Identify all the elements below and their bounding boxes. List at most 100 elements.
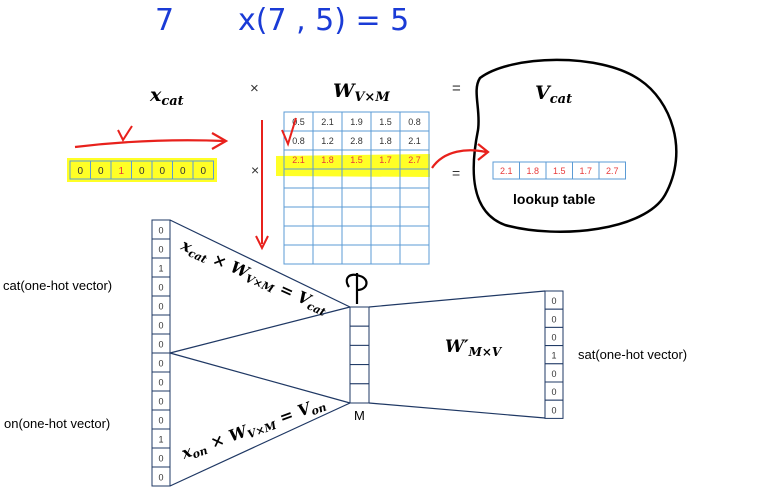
matrix-cell	[370, 225, 401, 246]
v-cat-cell	[598, 161, 626, 180]
red-down-arrow-head	[255, 235, 269, 251]
cat-vector-value: 0	[98, 166, 104, 177]
v-cat-label: Vcat	[535, 82, 572, 107]
cat-input-value: 1	[158, 264, 163, 274]
matrix-value: 1.5	[379, 117, 392, 127]
matrix-value: 2.1	[321, 117, 334, 127]
red-arrow-head	[211, 132, 229, 150]
v-cat-value: 2.7	[606, 166, 619, 176]
sat-output-cell	[544, 399, 564, 419]
handwritten-annotations	[74, 117, 490, 251]
cat-vector-cell	[192, 160, 214, 180]
handwritten-formula: 7 x(7 , 5) = 5	[155, 3, 409, 38]
matrix-cell	[283, 225, 314, 246]
on-input-value: 0	[158, 378, 163, 388]
v-cat-value: 1.8	[526, 166, 539, 176]
line-sat-top	[368, 290, 546, 308]
lower-embedding-equation: xon×WV×M=Von	[178, 393, 328, 465]
matrix-value: 0.8	[408, 117, 421, 127]
matrix-value: 1.9	[350, 117, 363, 127]
on-input-cell	[151, 466, 171, 487]
matrix-cell	[312, 244, 343, 265]
v-cat-value: 1.7	[579, 166, 592, 176]
x-cat-label: xcat	[149, 84, 184, 109]
red-check-mark	[117, 125, 133, 143]
handwritten-circle	[472, 58, 678, 233]
matrix-cell	[370, 187, 401, 208]
on-input-value: 0	[158, 359, 163, 369]
cat-input-value: 0	[158, 321, 163, 331]
matrix-value: 1.8	[321, 155, 334, 165]
cat-vector-value: 0	[200, 166, 206, 177]
cat-input-value: 0	[158, 302, 163, 312]
matrix-cell	[312, 187, 343, 208]
matrix-cell	[312, 206, 343, 227]
hidden-cell	[349, 344, 370, 366]
line-cat-top	[169, 219, 351, 308]
matrix-value: 2.1	[408, 136, 421, 146]
cat-input-value: 0	[158, 245, 163, 255]
matrix-cell	[399, 225, 430, 246]
cat-input-value: 0	[158, 340, 163, 350]
red-curve-arrow-head	[477, 143, 490, 161]
red-tick-mark	[281, 117, 297, 147]
v-cat-value: 2.1	[500, 166, 513, 176]
matrix-cell	[341, 225, 372, 246]
on-input-value: 0	[158, 454, 163, 464]
hidden-size-label: M	[354, 408, 365, 423]
sat-vector-label: sat(one-hot vector)	[578, 347, 687, 362]
handwritten-hidden-mark	[345, 273, 368, 304]
matrix-value: 2.8	[350, 136, 363, 146]
sat-output-value: 0	[551, 333, 556, 343]
sat-output-value: 0	[551, 369, 556, 379]
line-on-bottom	[169, 402, 351, 487]
matrix-cell	[399, 206, 430, 227]
upper-embedding-equation: xcat×WV×M=Vcat	[177, 235, 331, 319]
hidden-cell	[349, 364, 370, 385]
sat-output-value: 0	[551, 296, 556, 306]
matrix-cell	[399, 244, 430, 265]
cat-vector-value: 0	[159, 166, 165, 177]
matrix-value: 1.5	[350, 155, 363, 165]
matrix-cell	[283, 187, 314, 208]
on-input-value: 1	[158, 435, 163, 445]
cat-vector-value: 0	[77, 166, 83, 177]
matrix-value: 2.7	[408, 155, 421, 165]
matrix-value: 2.1	[292, 155, 305, 165]
red-curve-arrow	[431, 149, 487, 169]
matrix-cell	[283, 206, 314, 227]
cat-vector-highlight	[67, 158, 217, 182]
output-weight-label: W′M×V	[445, 337, 503, 359]
hidden-cell	[349, 306, 370, 327]
matrix-cell	[370, 206, 401, 227]
line-sat-bottom	[368, 402, 546, 419]
matrix-cell	[341, 206, 372, 227]
on-input-value: 0	[158, 473, 163, 483]
hidden-cell	[349, 383, 370, 404]
times-sign-2: ×	[251, 162, 259, 178]
network-lines	[169, 219, 546, 487]
line-cat-bottom	[169, 306, 351, 354]
sat-output-value: 0	[551, 405, 556, 415]
equation-row: xcat × WV×M = Vcat	[149, 80, 572, 109]
sat-output-value: 1	[551, 351, 556, 361]
on-input-value: 0	[158, 397, 163, 407]
cat-vector-value: 1	[118, 166, 124, 177]
matrix-cell	[341, 187, 372, 208]
matrix-cell	[399, 187, 430, 208]
times-sign: ×	[250, 80, 259, 97]
matrix-value: 0.5	[292, 117, 305, 127]
lookup-table-label: lookup table	[513, 191, 596, 207]
matrix-cell	[283, 244, 314, 265]
cat-input-value: 0	[158, 226, 163, 236]
weight-row-highlight	[276, 154, 430, 177]
equals-sign: =	[452, 80, 461, 97]
equals-sign-2: =	[452, 165, 460, 181]
matrix-value: 1.2	[321, 136, 334, 146]
